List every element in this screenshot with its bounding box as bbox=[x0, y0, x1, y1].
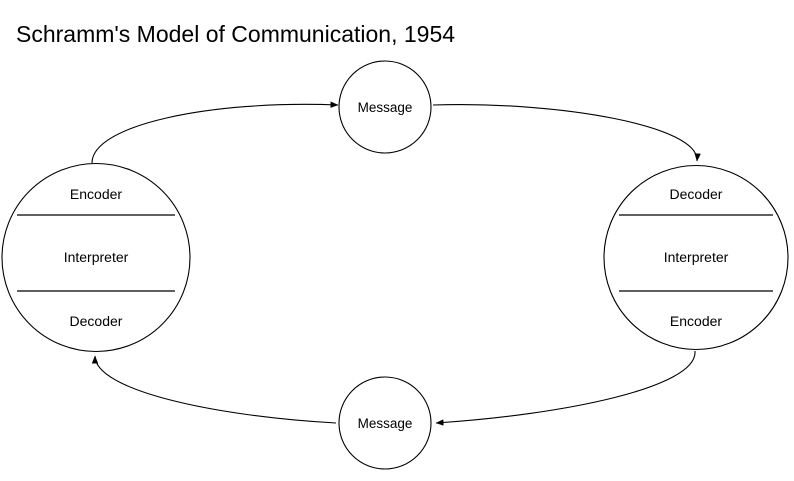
left-communicator[interactable]: Encoder Interpreter Decoder bbox=[1, 162, 191, 353]
top-message-label: Message bbox=[358, 100, 413, 115]
right-communicator[interactable]: Decoder Interpreter Encoder bbox=[603, 164, 789, 351]
bottom-message-label: Message bbox=[358, 416, 413, 431]
right-segment-encoder-label: Encoder bbox=[670, 313, 722, 329]
arrow-bottom-message-to-left-decoder bbox=[91, 355, 337, 424]
arrow-left-encoder-to-top-message bbox=[91, 101, 339, 164]
top-message-circle[interactable] bbox=[338, 60, 432, 154]
left-segment-encoder-label: Encoder bbox=[70, 186, 122, 202]
left-segment-decoder-label: Decoder bbox=[70, 313, 123, 329]
left-communicator-circle[interactable] bbox=[1, 162, 191, 353]
right-segment-decoder-label: Decoder bbox=[670, 186, 723, 202]
right-segment-interpreter-label: Interpreter bbox=[664, 249, 729, 265]
bottom-message-node[interactable]: Message bbox=[338, 376, 432, 470]
right-communicator-circle[interactable] bbox=[603, 164, 789, 351]
arrow-top-message-to-right-decoder bbox=[432, 104, 701, 162]
arrow-right-encoder-to-bottom-message bbox=[435, 350, 696, 426]
top-message-node[interactable]: Message bbox=[338, 60, 432, 154]
left-segment-interpreter-label: Interpreter bbox=[64, 249, 129, 265]
page-title: Schramm's Model of Communication, 1954 bbox=[16, 21, 455, 47]
bottom-message-circle[interactable] bbox=[338, 376, 432, 470]
